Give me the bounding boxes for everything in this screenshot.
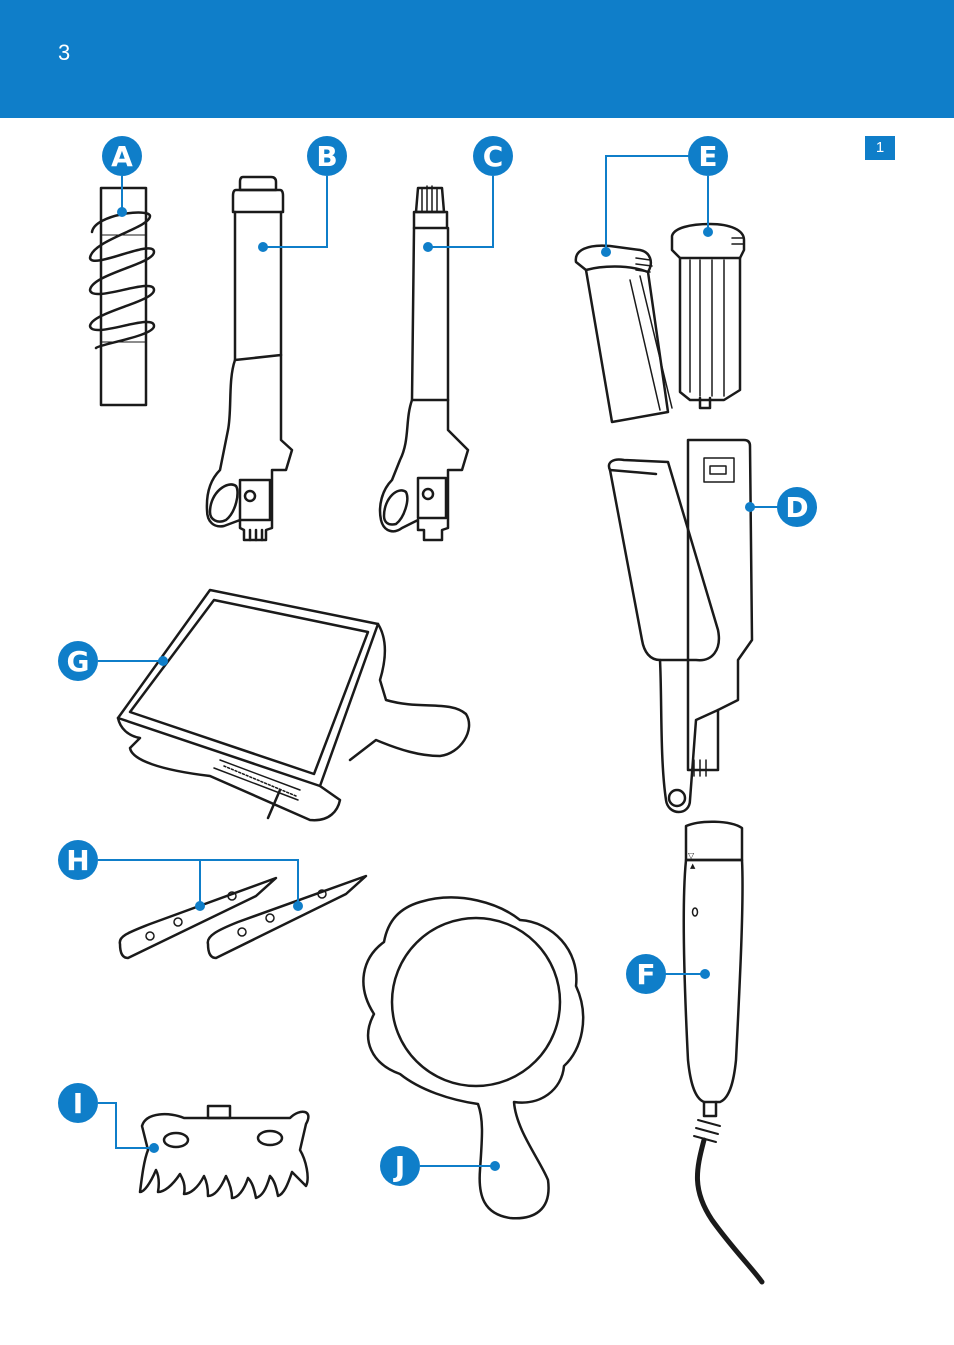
storage-pouch-drawing (118, 590, 469, 820)
svg-text:C: C (483, 140, 504, 173)
callout-f: F (626, 954, 666, 994)
callout-c: C (473, 136, 513, 176)
svg-text:B: B (316, 140, 337, 173)
callout-h: H (58, 840, 98, 880)
callout-e: E (688, 136, 728, 176)
svg-text:▽: ▽ (688, 851, 695, 860)
callout-a: A (102, 136, 142, 176)
svg-text:J: J (393, 1150, 405, 1183)
callout-b: B (307, 136, 347, 176)
large-barrel-drawing (207, 177, 292, 540)
svg-text:▲: ▲ (690, 862, 696, 870)
callout-i: I (58, 1083, 98, 1123)
svg-text:G: G (67, 645, 90, 678)
svg-text:D: D (785, 491, 808, 524)
claw-clip-drawing (140, 1106, 308, 1198)
callout-j: J (380, 1146, 420, 1186)
crimper-handle-drawing (609, 440, 752, 812)
svg-text:H: H (66, 844, 89, 877)
slim-barrel-drawing (380, 186, 468, 540)
power-cord (697, 1140, 762, 1282)
svg-text:E: E (698, 140, 717, 173)
hair-clips-drawing (120, 876, 366, 958)
callout-d: D (777, 487, 817, 527)
svg-text:F: F (636, 958, 655, 991)
styler-handle-drawing: ▽ ▲ (684, 822, 743, 1142)
svg-text:A: A (111, 140, 133, 173)
callout-g: G (58, 641, 98, 681)
spiral-attachment-drawing (90, 188, 154, 405)
svg-text:I: I (73, 1087, 83, 1120)
crimper-plates-drawing (576, 224, 744, 422)
